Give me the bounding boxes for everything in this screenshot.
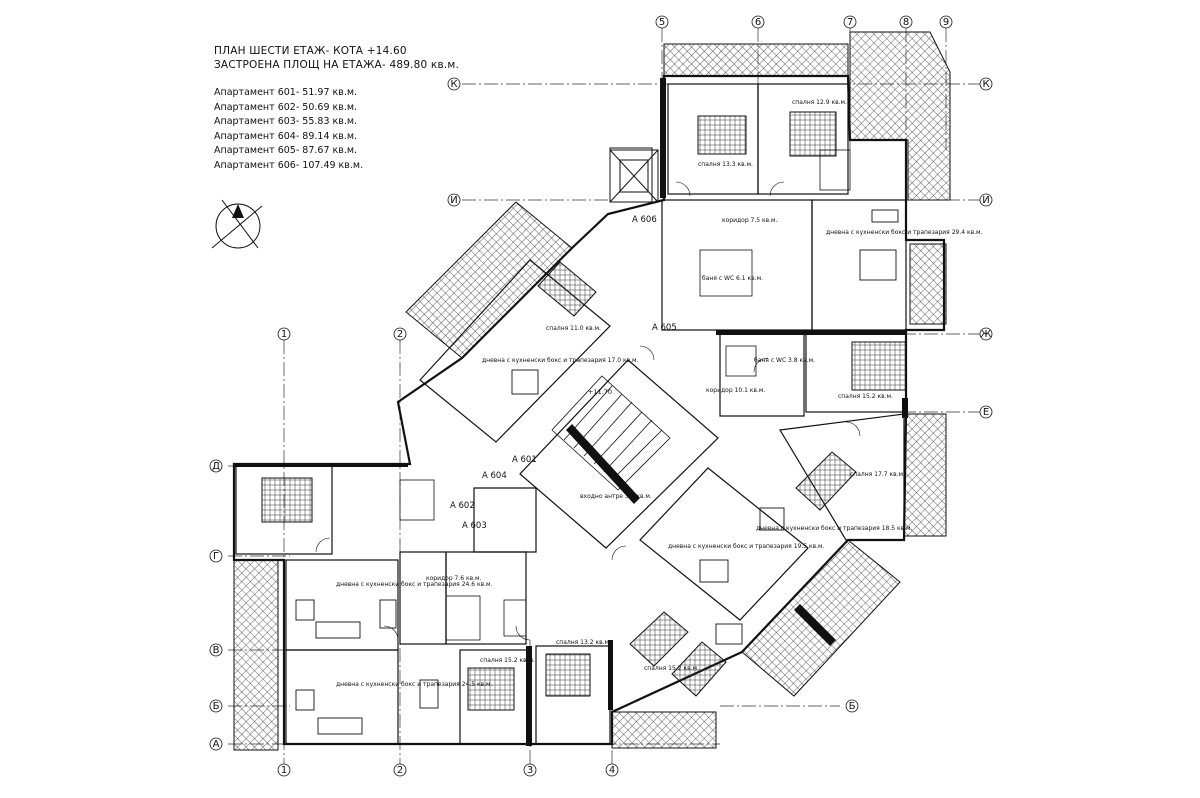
axis-bottom-4: 4 [609,765,615,776]
axis-bubbles [209,15,993,777]
room-label: коридор 7.5 кв.м. [722,217,778,224]
stair-core [551,375,671,491]
room-label: баня с WC 3.8 кв.м. [754,357,815,364]
axis-left-d: Д [212,461,220,472]
room-label: спалня 11.0 кв.м. [546,325,601,332]
tag-apartment-603: А 603 [462,521,487,531]
room-label: дневна с кухненски бокс и трапезария 24.… [336,681,493,688]
elevator-core [609,149,659,203]
axis-top-7: 7 [847,17,853,28]
room-label: спалня 13.2 кв.м. [556,639,611,646]
room-label: дневна с кухненски бокс и трапезария 17.… [482,357,639,364]
axis-right-e: Е [983,407,989,418]
apartment-area-list: Апартамент 601- 51.97 кв.м. Апартамент 6… [214,86,363,174]
room-label: коридор 10.1 кв.м. [706,387,765,394]
apartment-row: Апартамент 605- 87.67 кв.м. [214,145,358,157]
tag-apartment-602: А 602 [450,501,475,511]
apartment-tags: А 606 А 605 А 601 А 602 А 603 А 604 +11.… [450,215,677,531]
tag-apartment-605: А 605 [652,323,677,333]
north-arrow-icon [211,199,263,249]
axis-top-5: 5 [659,17,665,28]
axis-top-6: 6 [755,17,761,28]
door-swings [315,181,861,641]
level-mark: +11.70 [588,388,612,396]
apartment-row: Апартамент 603- 55.83 кв.м. [214,116,358,128]
room-label: дневна с кухненски бокс и трапезария 18.… [756,525,913,532]
room-label: спалня 17.7 кв.м. [850,471,905,478]
room-label: дневна с кухненски бокс и трапезария 29.… [826,229,983,236]
apartment-row: Апартамент 602- 50.69 кв.м. [214,101,358,113]
living-furniture [295,209,899,735]
room-label: спалня 15.2 кв.м. [838,393,893,400]
axis-right-k: К [982,79,989,90]
axis-bottom-2: 2 [397,765,403,776]
apartment-row: Апартамент 606- 107.49 кв.м. [214,159,364,171]
axis-mid-1: 1 [281,329,287,340]
drawing-title: ПЛАН ШЕСТИ ЕТАЖ- КОТА +14.60 ЗАСТРОЕНА П… [214,44,459,72]
axis-left-a: А [213,739,220,750]
room-label: спалня 12.9 кв.м. [792,99,847,106]
room-label: спалня 13.3 кв.м. [698,161,753,168]
title-line-1: ПЛАН ШЕСТИ ЕТАЖ- КОТА +14.60 [214,45,407,57]
axis-mid-2: 2 [397,329,403,340]
axis-left-b: Б [213,701,220,712]
room-label: входно антре 3.7 кв.м. [580,493,652,500]
axis-right-b: Б [849,701,856,712]
structural-columns [234,78,908,746]
axis-left-v: В [213,645,220,656]
tag-apartment-601: А 601 [512,455,537,465]
axis-bottom-1: 1 [281,765,287,776]
room-label: дневна с кухненски бокс и трапезария 24.… [336,581,493,588]
apartment-row: Апартамент 601- 51.97 кв.м. [214,87,358,98]
apartment-row: Апартамент 604- 89.14 кв.м. [214,130,358,142]
axis-labels: 5 6 7 8 9 К К И И Ж Е Д Г В Б Б А 1 2 1 … [212,17,992,776]
room-label: коридор 7.6 кв.м. [426,575,482,582]
terraces [233,31,951,751]
axis-bottom-3: 3 [527,765,533,776]
axis-top-9: 9 [943,17,949,28]
tag-apartment-606: А 606 [632,215,657,225]
title-line-2: ЗАСТРОЕНА ПЛОЩ НА ЕТАЖА- 489.80 кв.м. [214,59,460,72]
axis-left-i: И [450,195,457,206]
bed-furniture [261,111,907,711]
axis-right-zh: Ж [981,329,992,340]
axis-right-i: И [982,195,989,206]
axis-left-g: Г [213,551,219,562]
wet-rooms [399,149,851,641]
room-labels: спалня 13.3 кв.м. спалня 12.9 кв.м. кори… [336,99,983,688]
axis-top-8: 8 [903,17,909,28]
room-label: спалня 15.2 кв.м. [644,665,699,672]
room-label: баня с WC 6.1 кв.м. [702,275,763,282]
tag-apartment-604: А 604 [482,471,507,481]
axis-left-k: К [450,79,457,90]
room-label: дневна с кухненски бокс и трапезария 19.… [668,543,825,550]
room-label: спалня 15.2 кв.м. [480,657,535,664]
